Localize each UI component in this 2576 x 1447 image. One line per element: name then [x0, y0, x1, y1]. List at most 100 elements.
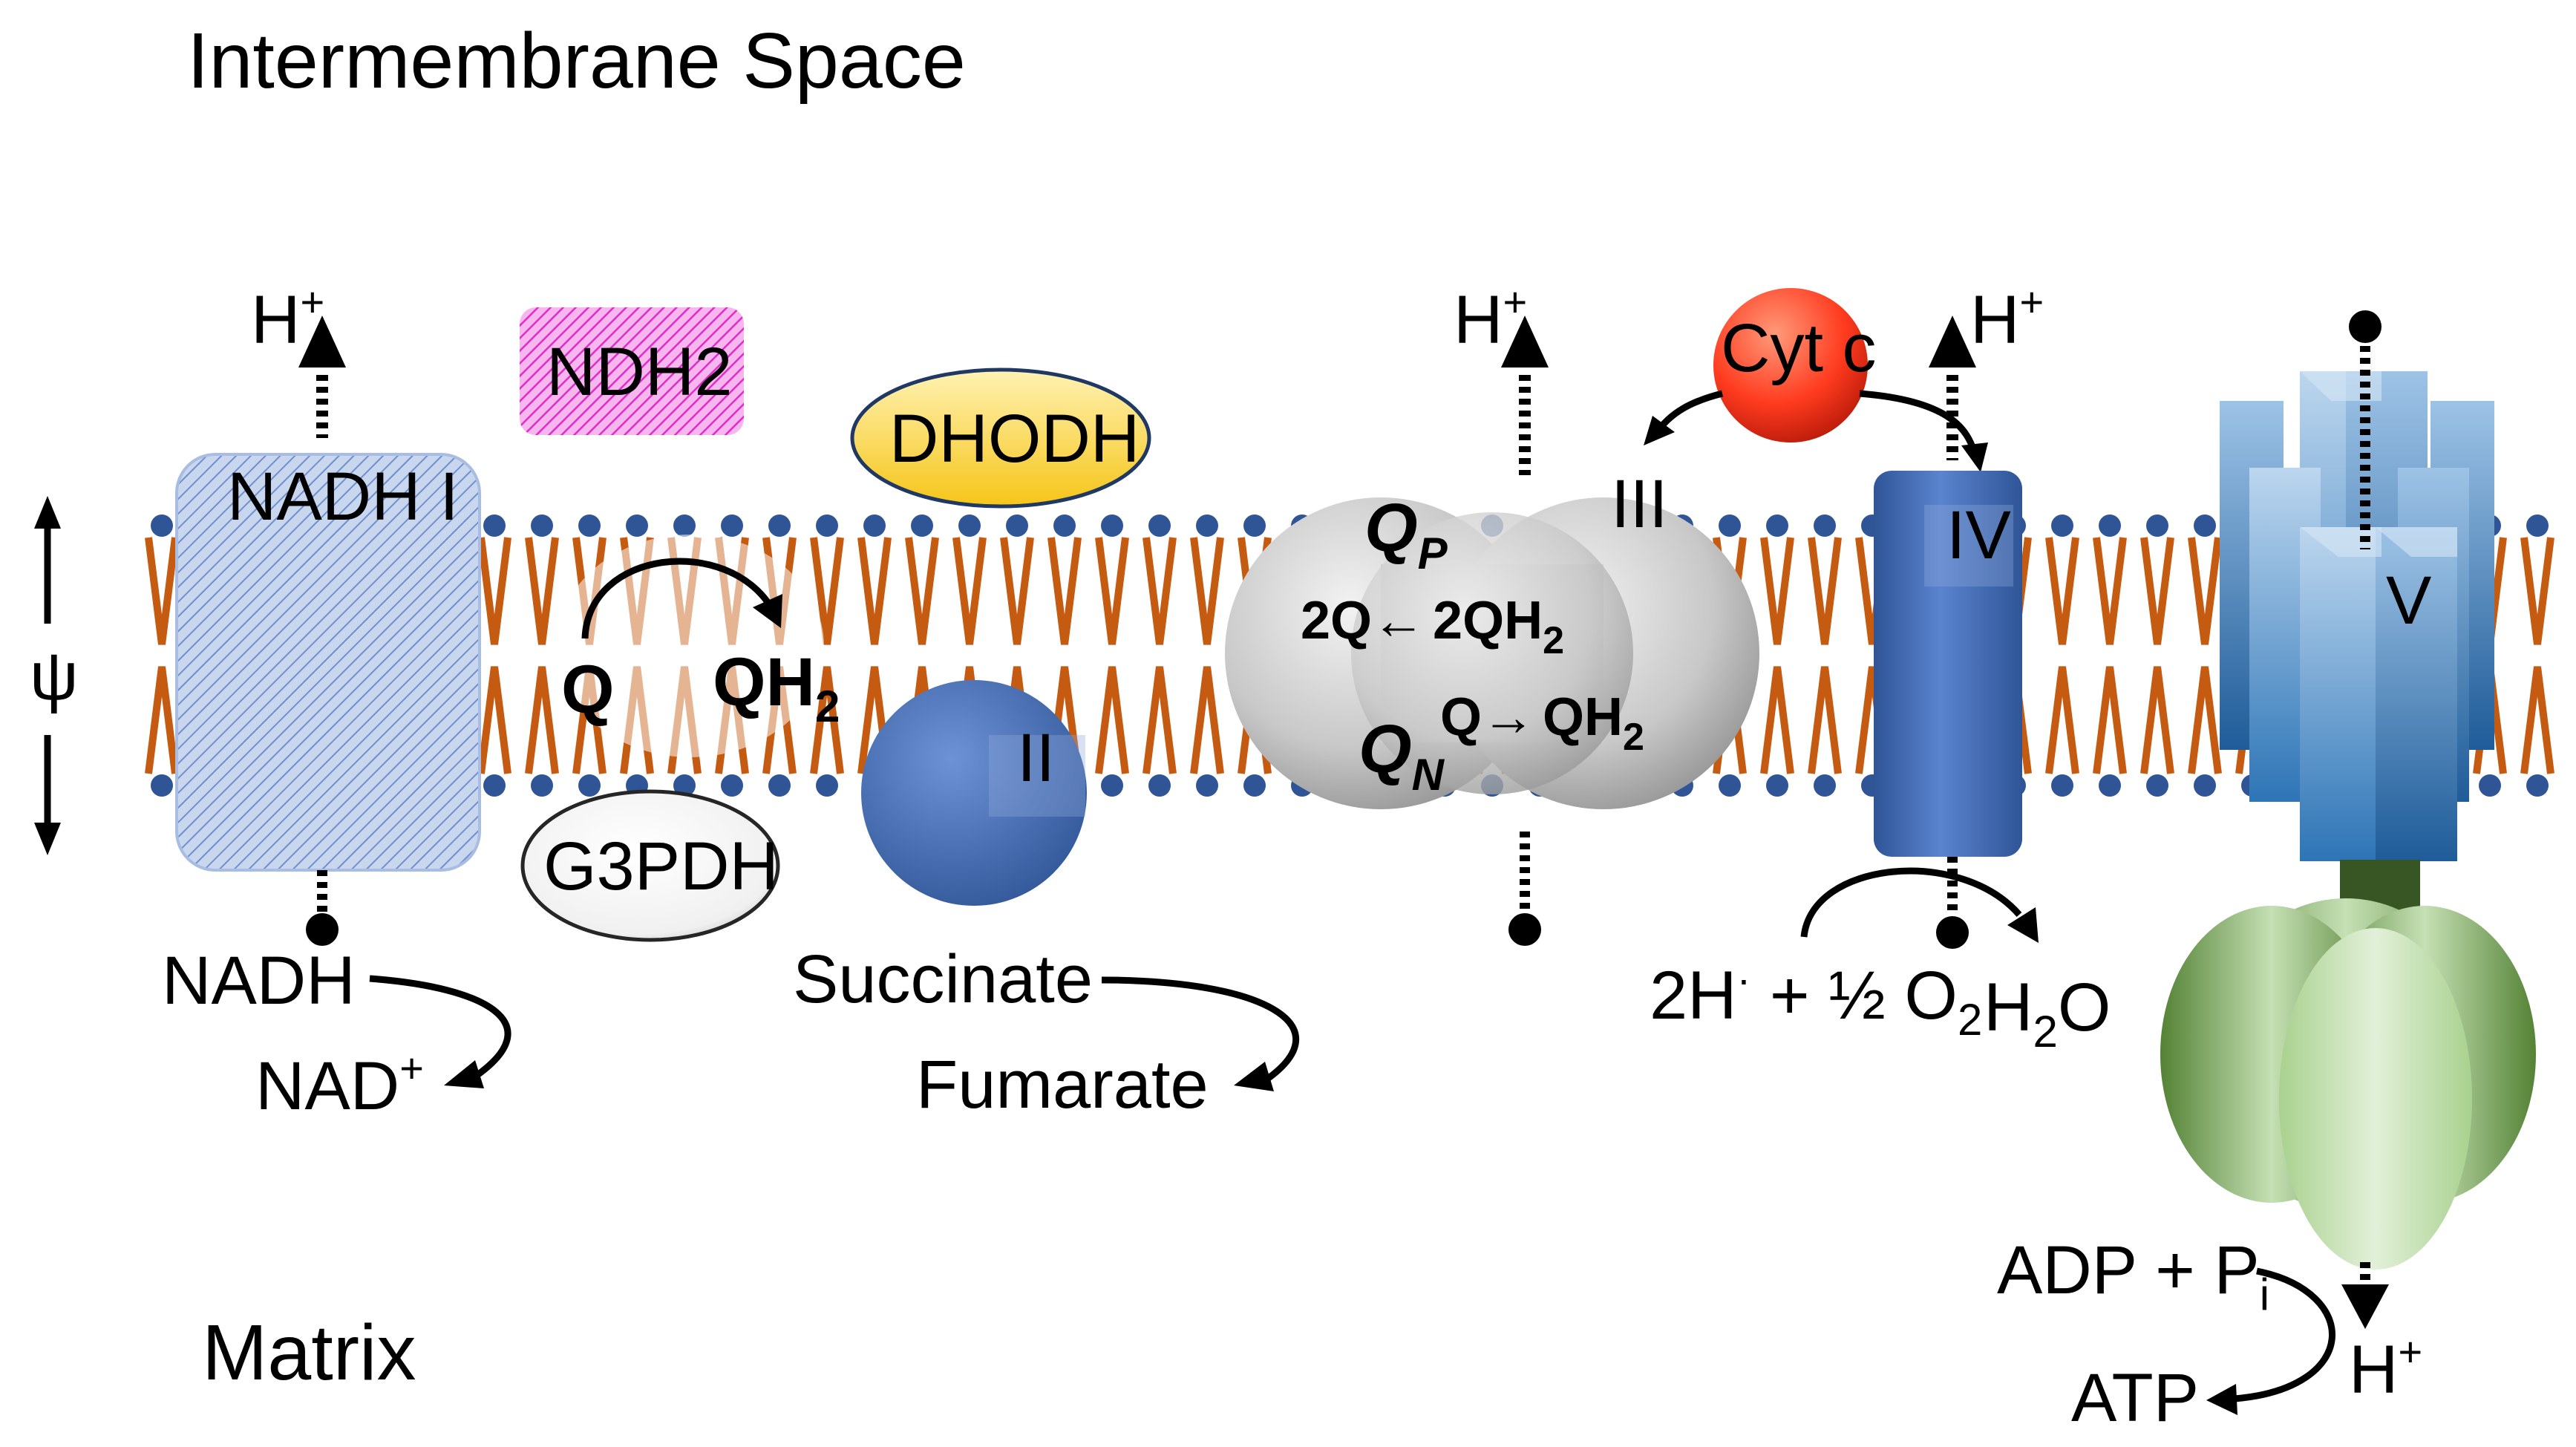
lipid-tail: [2188, 537, 2222, 645]
lipid-head: [2099, 774, 2121, 797]
cytc-to-iii-arrow: [1644, 390, 1724, 445]
lipid-tail: [952, 537, 987, 645]
lipid-head: [578, 774, 601, 797]
lipid-head: [673, 515, 696, 537]
lipid-head: [1814, 515, 1836, 537]
lipid-tail: [145, 537, 179, 645]
complex-iv-label: IV: [1946, 497, 2011, 573]
lipid-tail: [2045, 537, 2079, 645]
lipid-head: [2194, 515, 2216, 537]
lipid-tail: [1760, 537, 1794, 645]
lipid-head: [2051, 515, 2073, 537]
lipid-head: [1719, 515, 1741, 537]
lipid-tail: [1760, 666, 1794, 774]
qn-site-label: QN: [1359, 711, 1445, 800]
lipid-tail: [145, 666, 179, 774]
lipid-head: [911, 515, 933, 537]
cytc-to-iv-arrow: [1859, 390, 1988, 472]
lipid-head: [721, 774, 743, 797]
lipid-head: [483, 515, 506, 537]
lipid-tail: [2093, 666, 2127, 774]
lipid-head: [1719, 774, 1741, 797]
complex-i-proton-channel: [298, 316, 346, 946]
lipid-tail: [1000, 537, 1034, 645]
lipid-tail: [525, 666, 559, 774]
lipid-head: [1766, 515, 1788, 537]
lipid-tail: [905, 537, 939, 645]
lipid-tail: [1808, 537, 1842, 645]
lipid-head: [1148, 774, 1171, 797]
lipid-tail: [1095, 666, 1129, 774]
lipid-head: [2146, 774, 2168, 797]
lipid-head: [1101, 774, 1123, 797]
complex-iv-proton-channel: [1929, 316, 1976, 949]
lipid-head: [2526, 515, 2549, 537]
complex-i-proton-label: H+: [251, 278, 324, 358]
complex-ii-label: II: [1017, 720, 1055, 796]
fumarate-label: Fumarate: [916, 1047, 1209, 1123]
lipid-head: [816, 515, 838, 537]
lipid-head: [768, 774, 791, 797]
atp-synthase: [2160, 371, 2536, 1270]
lipid-tail: [477, 537, 511, 645]
dhodh-label: DHODH: [889, 401, 1140, 477]
qh2-label: QH2: [713, 644, 840, 731]
lipid-head: [816, 774, 838, 797]
lipid-tail: [2140, 537, 2174, 645]
lipid-head: [1053, 515, 1076, 537]
atp-synthase-proton-channel: [2341, 310, 2389, 1329]
nadh-label: NADH: [162, 943, 356, 1019]
lipid-head: [2526, 774, 2549, 797]
lipid-head: [531, 774, 553, 797]
lipid-tail: [857, 537, 892, 645]
complex-iv: [1874, 471, 2022, 857]
lipid-head: [2194, 774, 2216, 797]
atp-synthase-proton-label: H+: [2349, 1328, 2422, 1408]
lipid-head: [1101, 515, 1123, 537]
ndh2: [520, 307, 744, 435]
lipid-head: [151, 515, 173, 537]
succinate-label: Succinate: [793, 941, 1093, 1017]
lipid-head: [1148, 515, 1171, 537]
lipid-head: [1196, 515, 1218, 537]
lipid-tail: [1190, 537, 1224, 645]
lipid-head: [531, 515, 553, 537]
lipid-tail: [1190, 666, 1224, 774]
complex-iii: [1225, 497, 1759, 809]
complex-iii-proton-label: H+: [1454, 278, 1527, 358]
ndh2-label: NDH2: [546, 334, 732, 410]
q-cycle-arrow: [581, 558, 782, 639]
lipid-head: [2146, 515, 2168, 537]
oxygen-reduction-arrow: [1800, 867, 2039, 943]
complex-iv-proton-label: H+: [1970, 278, 2044, 358]
g3pdh: [520, 789, 780, 942]
membrane-potential-arrow: [34, 496, 61, 855]
lipid-head: [2479, 774, 2501, 797]
complex-iii-reaction-1: 2Q←2QH2: [1301, 591, 1564, 662]
lipid-head: [1814, 774, 1836, 797]
lipid-head: [1243, 774, 1266, 797]
lipid-head: [721, 515, 743, 537]
lipid-head: [863, 515, 886, 537]
lipid-head: [673, 774, 696, 797]
lipid-tail: [525, 537, 559, 645]
lipid-head: [2051, 774, 2073, 797]
lipid-tail: [2188, 666, 2222, 774]
water-label: H2O: [1984, 970, 2111, 1056]
complex-i: [175, 453, 481, 872]
oxygen-reduction-label: 2H· + ½ O2: [1650, 956, 1982, 1045]
lipid-head: [483, 774, 506, 797]
lipid-head: [151, 774, 173, 797]
lipid-head: [768, 515, 791, 537]
complex-iii-reaction-2: Q→QH2: [1440, 687, 1644, 759]
complex-iii-label: III: [1611, 466, 1668, 542]
nad-label: NAD+: [255, 1045, 424, 1124]
dhodh: [850, 368, 1151, 509]
lipid-tail: [1142, 537, 1177, 645]
g3pdh-label: G3PDH: [543, 829, 779, 904]
lipid-head: [1766, 774, 1788, 797]
lipid-tail: [1808, 666, 1842, 774]
adp-pi-label: ADP + Pi: [1997, 1232, 2269, 1319]
lipid-head: [2099, 515, 2121, 537]
atp-label: ATP: [2071, 1360, 2199, 1436]
